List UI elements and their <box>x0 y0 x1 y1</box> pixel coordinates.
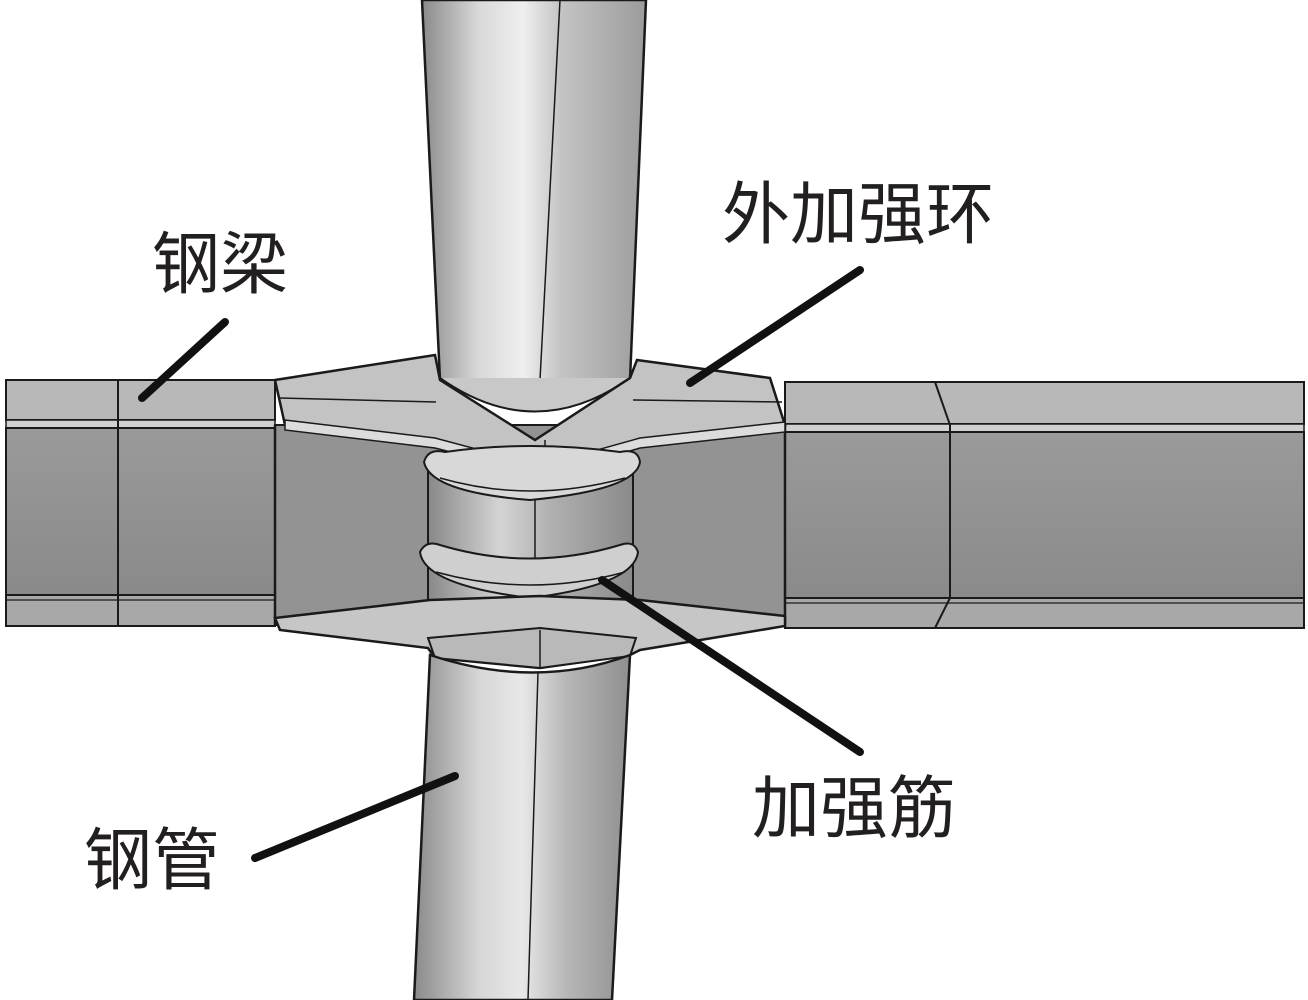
right-beam-flange-edge <box>784 423 1305 433</box>
label-steel-tube: 钢管 <box>84 822 220 901</box>
leader-line-steel-tube <box>251 772 459 862</box>
leader-line-stiffener <box>598 576 864 756</box>
left-steel-beam <box>5 379 276 627</box>
right-beam-top-flange <box>784 381 1305 425</box>
label-stiffener: 加强筋 <box>752 770 956 849</box>
upper-stiffener-rib <box>422 445 642 502</box>
label-outer-stiffening-ring: 外加强环 <box>722 176 994 255</box>
leader-lines <box>138 266 864 862</box>
leader-line-steel-beam <box>138 318 229 402</box>
lower-steel-tube <box>412 653 632 1000</box>
leader-line-outer-stiffening-ring <box>686 266 864 387</box>
upper-steel-tube <box>420 0 648 413</box>
left-beam-flange-edge <box>5 419 276 429</box>
right-beam-web <box>784 431 1305 599</box>
label-steel-beam: 钢梁 <box>152 226 288 305</box>
left-beam-web <box>5 427 276 596</box>
lower-stiffener-rib <box>418 542 640 600</box>
right-steel-beam <box>784 381 1305 629</box>
